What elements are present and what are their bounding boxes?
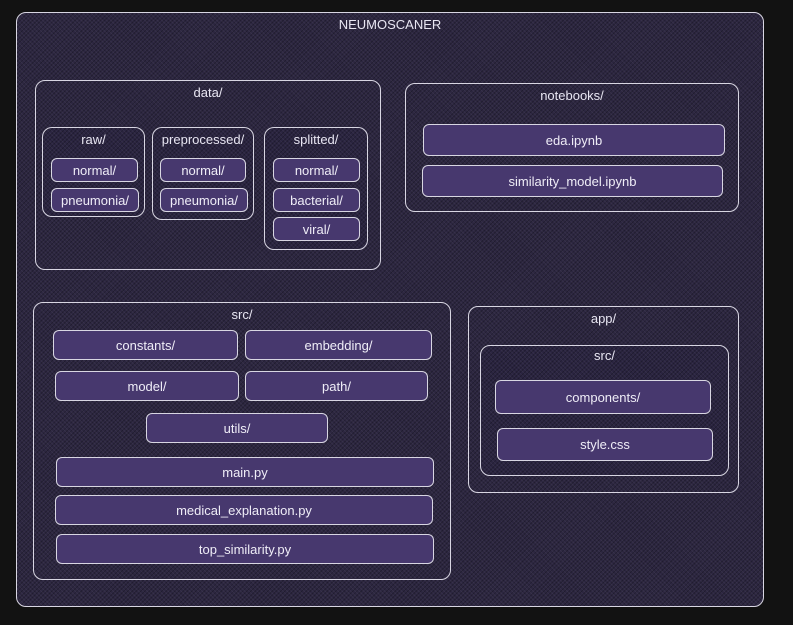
- medical-explanation-py-file[interactable]: medical_explanation.py: [55, 495, 433, 525]
- app-src-folder-label: src/: [594, 348, 615, 363]
- preprocessed-folder-label: preprocessed/: [161, 132, 245, 147]
- splitted-bacterial-folder[interactable]: bacterial/: [273, 188, 360, 212]
- preprocessed-normal-folder[interactable]: normal/: [160, 158, 246, 182]
- project-title: NEUMOSCANER: [338, 17, 442, 32]
- embedding-folder[interactable]: embedding/: [245, 330, 432, 360]
- utils-folder[interactable]: utils/: [146, 413, 328, 443]
- model-folder[interactable]: model/: [55, 371, 239, 401]
- notebooks-folder-label: notebooks/: [540, 88, 604, 103]
- raw-normal-folder[interactable]: normal/: [51, 158, 138, 182]
- splitted-normal-folder[interactable]: normal/: [273, 158, 360, 182]
- app-folder-label: app/: [590, 311, 617, 326]
- splitted-folder-label: splitted/: [293, 132, 339, 147]
- path-folder[interactable]: path/: [245, 371, 428, 401]
- components-folder[interactable]: components/: [495, 380, 711, 414]
- raw-folder-label: raw/: [81, 132, 106, 147]
- data-folder-label: data/: [193, 85, 223, 100]
- eda-notebook-file[interactable]: eda.ipynb: [423, 124, 725, 156]
- splitted-viral-folder[interactable]: viral/: [273, 217, 360, 241]
- style-css-file[interactable]: style.css: [497, 428, 713, 461]
- constants-folder[interactable]: constants/: [53, 330, 238, 360]
- raw-pneumonia-folder[interactable]: pneumonia/: [51, 188, 139, 212]
- src-folder-label: src/: [231, 307, 253, 322]
- main-py-file[interactable]: main.py: [56, 457, 434, 487]
- top-similarity-py-file[interactable]: top_similarity.py: [56, 534, 434, 564]
- preprocessed-pneumonia-folder[interactable]: pneumonia/: [160, 188, 248, 212]
- similarity-model-notebook-file[interactable]: similarity_model.ipynb: [422, 165, 723, 197]
